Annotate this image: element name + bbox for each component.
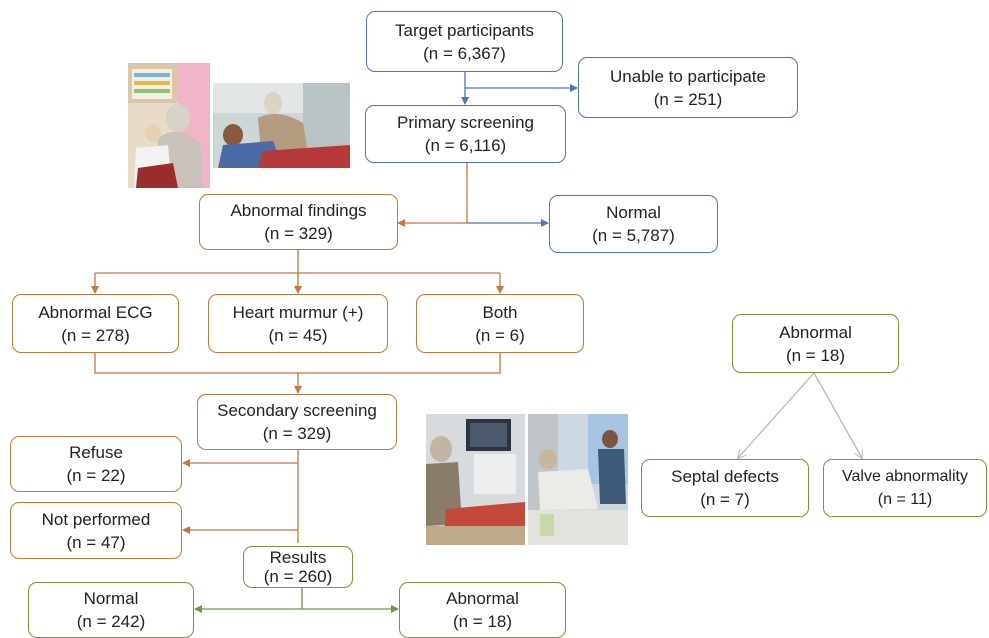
unable-to-participate-box: Unable to participate (n = 251) xyxy=(578,57,798,118)
node-count: (n = 329) xyxy=(264,224,333,243)
node-count: (n = 18) xyxy=(452,612,513,631)
abnormal-breakdown-box: Abnormal (n = 18) xyxy=(732,314,899,373)
node-count: (n = 251) xyxy=(653,89,723,109)
node-count: (n = 329) xyxy=(262,424,332,443)
node-title: Abnormal xyxy=(446,589,519,608)
connector-septal xyxy=(738,372,815,458)
node-count: (n = 278) xyxy=(61,325,130,345)
node-title: Results xyxy=(269,548,327,567)
normal-results-box: Normal (n = 242) xyxy=(28,582,194,638)
valve-abnormality-box: Valve abnormality (n = 11) xyxy=(823,459,987,517)
node-count: (n = 260) xyxy=(263,567,333,586)
node-title: Septal defects xyxy=(671,467,779,486)
screening-photo-left xyxy=(128,63,210,188)
echo-photo-right xyxy=(528,414,628,545)
septal-defects-box: Septal defects (n = 7) xyxy=(641,459,809,517)
not-performed-box: Not performed (n = 47) xyxy=(10,502,182,559)
abnormal-ecg-box: Abnormal ECG (n = 278) xyxy=(12,294,179,353)
node-count: (n = 45) xyxy=(268,325,328,345)
connector-merge-bar xyxy=(94,353,501,374)
node-count: (n = 5,787) xyxy=(592,226,675,245)
echo-photo-left xyxy=(426,414,525,545)
target-participants-box: Target participants (n = 6,367) xyxy=(366,11,563,72)
both-box: Both (n = 6) xyxy=(416,294,584,353)
abnormal-results-box: Abnormal (n = 18) xyxy=(399,582,566,638)
connector-valve xyxy=(813,372,862,458)
screening-photo-right xyxy=(213,83,350,168)
node-count: (n = 22) xyxy=(66,466,126,485)
heart-murmur-box: Heart murmur (+) (n = 45) xyxy=(208,294,388,353)
node-title: Both xyxy=(482,302,518,322)
node-title: Not performed xyxy=(41,509,151,529)
node-count: (n = 6,367) xyxy=(423,43,506,63)
node-title: Abnormal findings xyxy=(230,201,367,220)
node-count: (n = 6,116) xyxy=(424,136,507,155)
node-count: (n = 7) xyxy=(700,490,750,509)
node-count: (n = 11) xyxy=(877,491,933,508)
node-title: Unable to participate xyxy=(610,66,766,86)
normal-primary-box: Normal (n = 5,787) xyxy=(549,195,718,253)
abnormal-findings-box: Abnormal findings (n = 329) xyxy=(199,194,398,250)
refuse-box: Refuse (n = 22) xyxy=(10,436,182,492)
node-title: Abnormal xyxy=(779,322,852,342)
primary-screening-box: Primary screening (n = 6,116) xyxy=(365,105,566,163)
node-title: Refuse xyxy=(69,443,123,462)
node-title: Heart murmur (+) xyxy=(232,302,364,322)
node-title: Target participants xyxy=(395,20,534,40)
secondary-screening-box: Secondary screening (n = 329) xyxy=(197,394,397,450)
node-count: (n = 6) xyxy=(475,325,525,345)
node-count: (n = 47) xyxy=(66,532,126,552)
node-title: Valve abnormality xyxy=(842,468,968,485)
node-title: Normal xyxy=(606,203,661,222)
node-count: (n = 18) xyxy=(785,345,846,365)
results-box: Results (n = 260) xyxy=(243,546,353,588)
node-title: Secondary screening xyxy=(217,401,377,420)
node-title: Abnormal ECG xyxy=(38,302,153,322)
node-title: Primary screening xyxy=(397,113,534,132)
node-title: Normal xyxy=(83,589,139,608)
node-count: (n = 242) xyxy=(76,612,146,631)
